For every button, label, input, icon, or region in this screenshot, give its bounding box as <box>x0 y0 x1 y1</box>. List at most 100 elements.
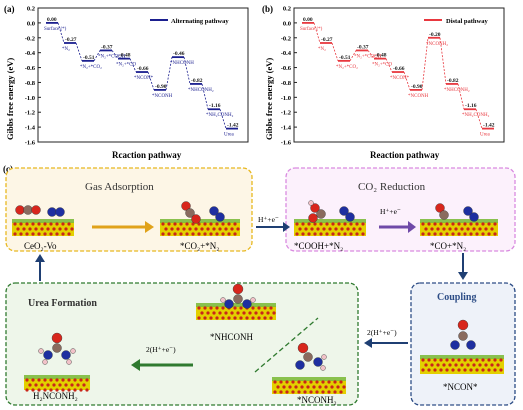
slab-co2-n2-atom <box>221 222 225 226</box>
slab-nconh2-surface <box>272 377 346 381</box>
slab-ceo2-vo-atom <box>13 232 17 236</box>
slab-co-n2-atom <box>445 232 449 236</box>
slab-nhconh-atom <box>224 311 228 315</box>
slab-nconh2-atom <box>282 385 286 389</box>
slab-ceo2-vo-surface <box>12 219 74 223</box>
slab-co2-n2-atom <box>233 232 237 236</box>
panel-a-ytick-label: 0.0 <box>27 20 35 27</box>
slab-co2-n2-atom <box>227 232 231 236</box>
slab-nconh2-atom <box>321 380 325 384</box>
slab-co2-n2-atom <box>215 222 219 226</box>
slab-co-n2-atom <box>481 222 485 226</box>
panel-a-level-value: -1.16 <box>209 103 221 109</box>
slab-co-n2-atom <box>466 227 470 231</box>
slab-ncon-atom <box>433 358 437 362</box>
slab-ncon-atom <box>469 368 473 372</box>
slab-nconh2-atom <box>285 390 289 394</box>
slab-cooh-n2-atom <box>295 232 299 236</box>
slab-ceo2-vo-atom <box>31 232 35 236</box>
slab-ceo2-vo-atom <box>40 227 44 231</box>
coupling-title: Coupling <box>437 292 476 303</box>
slab-nhconh-atom <box>212 311 216 315</box>
slab-cooh-n2-atom <box>334 227 338 231</box>
slab-cooh-n2-atom <box>349 232 353 236</box>
slab-urea-atom <box>64 383 68 387</box>
slab-urea-atom <box>43 388 47 392</box>
slab-co-n2-atom <box>445 222 449 226</box>
caption-ceo2-vo: CeO₂-Vo <box>24 241 57 251</box>
h-atom <box>220 297 226 303</box>
slab-ncon-atom <box>460 363 464 367</box>
slab-co-n2-atom <box>487 232 491 236</box>
slab-co2-n2-atom <box>224 227 228 231</box>
slab-co2-n2-atom <box>233 222 237 226</box>
slab-urea-atom <box>73 388 77 392</box>
slab-urea-atom <box>58 383 62 387</box>
n-atom <box>313 357 323 367</box>
panel-b-ytick-label: -0.4 <box>281 50 292 57</box>
c-atom <box>185 208 195 218</box>
proton-label-2: H⁺+e⁻ <box>380 207 401 216</box>
slab-co-n2-atom <box>472 227 476 231</box>
slab-ncon-atom <box>457 368 461 372</box>
panel-b-ytick-label: 0.0 <box>283 20 291 27</box>
slab-ncon-atom <box>496 363 500 367</box>
panel-b-connector <box>439 37 447 84</box>
slab-co2-n2-atom <box>206 227 210 231</box>
panel-a-ytick-label: -1.4 <box>25 125 36 132</box>
n-atom <box>47 207 57 217</box>
panel-a-level-label: *NH₂CONH₂ <box>206 113 234 118</box>
urea-divider-dashed <box>254 317 319 373</box>
slab-nhconh-atom <box>239 306 243 310</box>
panel-b-level-value: -0.90 <box>411 84 423 90</box>
slab-urea-atom <box>79 388 83 392</box>
slab-cooh-n2-atom <box>349 222 353 226</box>
panel-b-level-value: -0.82 <box>447 78 459 84</box>
slab-co2-n2-atom <box>185 222 189 226</box>
slab-co-n2-atom <box>427 222 431 226</box>
panel-a-connector <box>147 71 155 91</box>
panel-a-level-value: -0.82 <box>191 78 203 84</box>
slab-co2-n2-atom <box>212 227 216 231</box>
slab-ceo2-vo-atom <box>67 222 71 226</box>
slab-nconh2-atom <box>327 380 331 384</box>
n-atom <box>339 206 349 216</box>
slab-co2-n2-atom <box>179 222 183 226</box>
panel-b-level-label: Urea <box>480 133 490 138</box>
arrow-adsorption-head <box>145 221 154 233</box>
slab-nconh2-atom <box>291 380 295 384</box>
slab-co2-n2-atom <box>167 232 171 236</box>
slab-ceo2-vo <box>12 219 74 236</box>
panel-b-level-value: -0.37 <box>357 44 369 50</box>
panel-a-level-label: *NHCONH₂ <box>188 88 214 93</box>
slab-co2-n2-atom <box>188 227 192 231</box>
o-atom <box>310 203 320 213</box>
slab-ncon-atom <box>454 363 458 367</box>
panel-a-xlabel: Rcaction pathway <box>112 150 182 160</box>
n-atom <box>463 206 473 216</box>
slab-cooh-n2-atom <box>322 227 326 231</box>
panel-b-label: (b) <box>262 4 273 14</box>
slab-urea-atom <box>67 378 71 382</box>
slab-ceo2-vo-atom <box>25 222 29 226</box>
slab-urea-atom <box>52 383 56 387</box>
o-atom <box>457 319 469 331</box>
slab-nhconh-atom <box>248 311 252 315</box>
slab-nhconh-atom <box>257 316 261 320</box>
c-atom <box>439 210 449 220</box>
panel-b-connector <box>403 71 411 91</box>
slab-co-n2-atom <box>433 232 437 236</box>
n-atom <box>55 207 65 217</box>
panel-a-level-label: *N₂+*CO <box>116 63 137 68</box>
slab-ceo2-vo-atom <box>16 227 20 231</box>
slab-ncon-atom <box>433 368 437 372</box>
slab-co2-n2-atom <box>173 232 177 236</box>
slab-nconh2-atom <box>309 390 313 394</box>
slab-ncon-atom <box>499 358 503 362</box>
panel-a-legend-label: Alternating pathway <box>171 18 229 25</box>
slab-nconh2-atom <box>291 390 295 394</box>
slab-nconh2-atom <box>336 385 340 389</box>
n-atom <box>224 299 234 309</box>
slab-urea-atom <box>31 388 35 392</box>
slab-urea-atom <box>25 378 29 382</box>
